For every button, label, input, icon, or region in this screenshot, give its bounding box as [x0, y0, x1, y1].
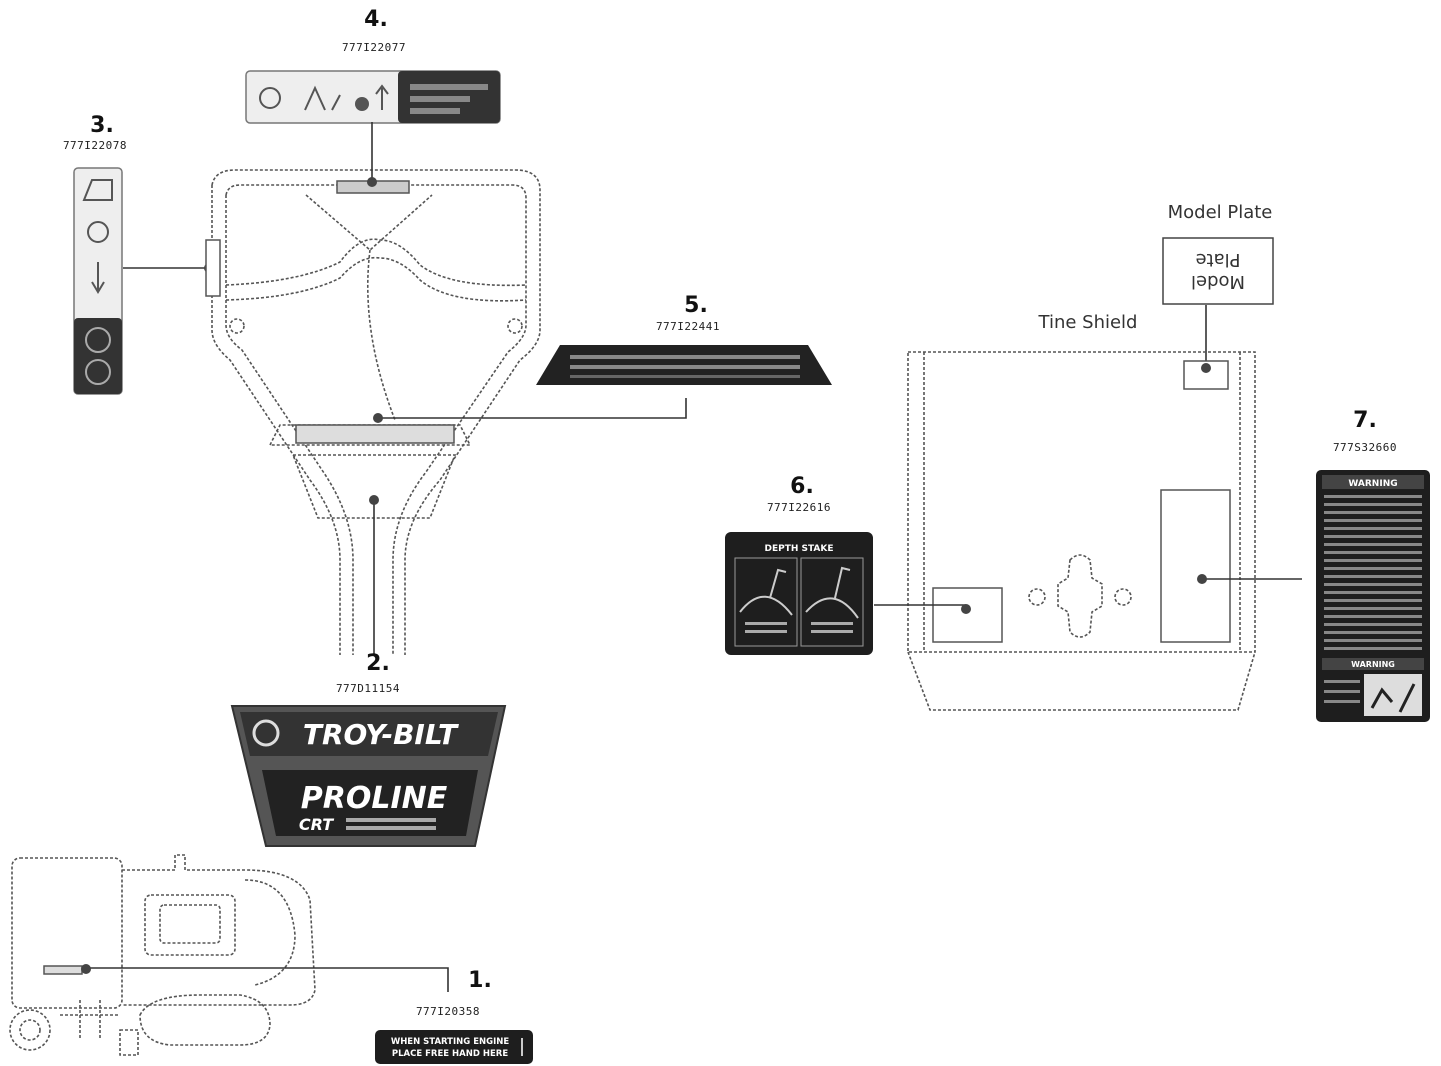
decal-3 — [73, 167, 123, 395]
callout-5-part: 777I22441 — [656, 320, 720, 333]
callout-1-part: 777I20358 — [416, 1005, 480, 1018]
callout-6-number: 6. — [790, 474, 814, 499]
leader-4-dot — [367, 177, 377, 187]
decal-2-product: PROLINE — [301, 781, 448, 816]
callout-2-number: 2. — [366, 651, 390, 676]
decal-2-model: CRT — [299, 815, 334, 834]
tiller-handle-illustration — [205, 169, 541, 655]
decal-2-troy-bilt-proline: TROY-BILT PROLINE CRT — [230, 705, 507, 847]
callout-4-number: 4. — [364, 7, 388, 32]
leader-6-dot — [961, 604, 971, 614]
decal-1-line-1: WHEN STARTING ENGINE — [391, 1037, 510, 1047]
leader-5-dot — [373, 413, 383, 423]
decal-6-title: DEPTH STAKE — [764, 544, 833, 554]
callout-1-number: 1. — [468, 968, 492, 993]
engine-illustration — [9, 854, 316, 1056]
decal-7-warning: WARNING WARNING — [1316, 470, 1430, 722]
decal-1: WHEN STARTING ENGINE PLACE FREE HAND HER… — [375, 1030, 533, 1064]
callout-4-part: 777I22077 — [342, 41, 406, 54]
callout-3-number: 3. — [90, 113, 114, 138]
decal-6-depth-stake: DEPTH STAKE — [725, 532, 873, 655]
leader-5 — [382, 398, 687, 419]
decal-7-warning-footer: WARNING — [1351, 660, 1395, 669]
model-plate-inner-line-1: Model — [1191, 271, 1245, 292]
model-plate-inner-line-2: Plate — [1195, 249, 1240, 270]
tine-shield-illustration — [907, 351, 1256, 711]
model-plate-detail: Model Plate — [1162, 237, 1274, 305]
decal-5 — [536, 345, 832, 385]
leader-1 — [88, 967, 449, 992]
callout-2-part: 777D11154 — [336, 682, 400, 695]
decal-7-warning-header: WARNING — [1348, 479, 1397, 489]
callout-7-number: 7. — [1353, 408, 1377, 433]
tine-shield-label: Tine Shield — [1038, 312, 1138, 333]
callout-6-part: 777I22616 — [767, 501, 831, 514]
leader-model-plate-dot — [1201, 363, 1211, 373]
leader-1-dot — [81, 964, 91, 974]
leader-2-dot — [369, 495, 379, 505]
callout-3-part: 777I22078 — [63, 139, 127, 152]
model-plate-label: Model Plate — [1168, 202, 1273, 223]
decal-2-brand: TROY-BILT — [303, 718, 459, 751]
callout-5-number: 5. — [684, 293, 708, 318]
leader-7-dot — [1197, 574, 1207, 584]
decal-4 — [245, 70, 501, 124]
callout-7-part: 777S32660 — [1333, 441, 1397, 454]
decal-1-line-2: PLACE FREE HAND HERE — [392, 1049, 508, 1059]
